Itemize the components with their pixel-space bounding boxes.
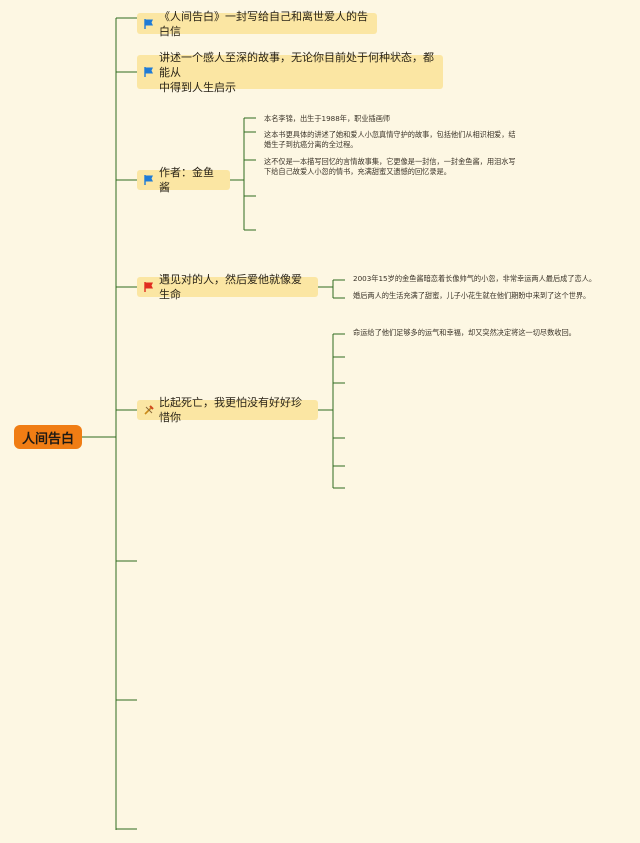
leaf-death-first: 命运给了他们足够多的运气和幸福，却又突然决定将这一切尽数收回。 xyxy=(353,328,576,337)
branch-node-title[interactable]: 《人间告白》一封写给自己和离世爱人的告白信 xyxy=(137,10,377,38)
branch-label: 讲述一个感人至深的故事，无论你目前处于何种状态，都能从 中得到人生启示 xyxy=(159,50,434,94)
leaf-author-story: 这本书更具体的讲述了她和爱人小忽真情守护的故事，包括他们从相识相爱，结 婚生子到… xyxy=(264,130,516,149)
branch-node-cherish[interactable]: 比起死亡，我更怕没有好好珍惜你 xyxy=(137,396,318,424)
branch-label: 遇见对的人，然后爱他就像爱生命 xyxy=(159,273,302,301)
root-label: 人间告白 xyxy=(21,431,74,447)
leaf-meet-first: 2003年15岁的金鱼酱暗恋着长像帅气的小忽，非常幸运两人最后成了恋人。 xyxy=(353,274,597,283)
tools-icon xyxy=(144,405,154,415)
blue-flag-icon xyxy=(144,175,153,185)
branch-node-story[interactable]: 讲述一个感人至深的故事，无论你目前处于何种状态，都能从 中得到人生启示 xyxy=(137,51,443,94)
root-node[interactable]: 人间告白 xyxy=(14,425,82,449)
blue-flag-icon xyxy=(144,67,153,77)
branch-label: 比起死亡，我更怕没有好好珍惜你 xyxy=(159,396,302,424)
branch-node-meet[interactable]: 遇见对的人，然后爱他就像爱生命 xyxy=(137,273,318,301)
leaf-author-name: 本名李锦，出生于1988年，职业插画师 xyxy=(264,114,391,123)
branch-node-author[interactable]: 作者：金鱼酱 xyxy=(137,166,230,194)
leaf-meet-second: 婚后两人的生活充满了甜蜜，儿子小花生就在他们期盼中来到了这个世界。 xyxy=(353,291,591,300)
branch-label: 作者：金鱼酱 xyxy=(159,166,214,194)
branch-label: 《人间告白》一封写给自己和离世爱人的告白信 xyxy=(159,9,368,38)
leaf-author-letter: 这不仅是一本描写回忆的言情故事集，它更像是一封信，一封金鱼酱，用泪水写 下给自己… xyxy=(264,157,516,176)
blue-flag-icon xyxy=(144,18,153,29)
red-flag-icon xyxy=(144,282,153,292)
